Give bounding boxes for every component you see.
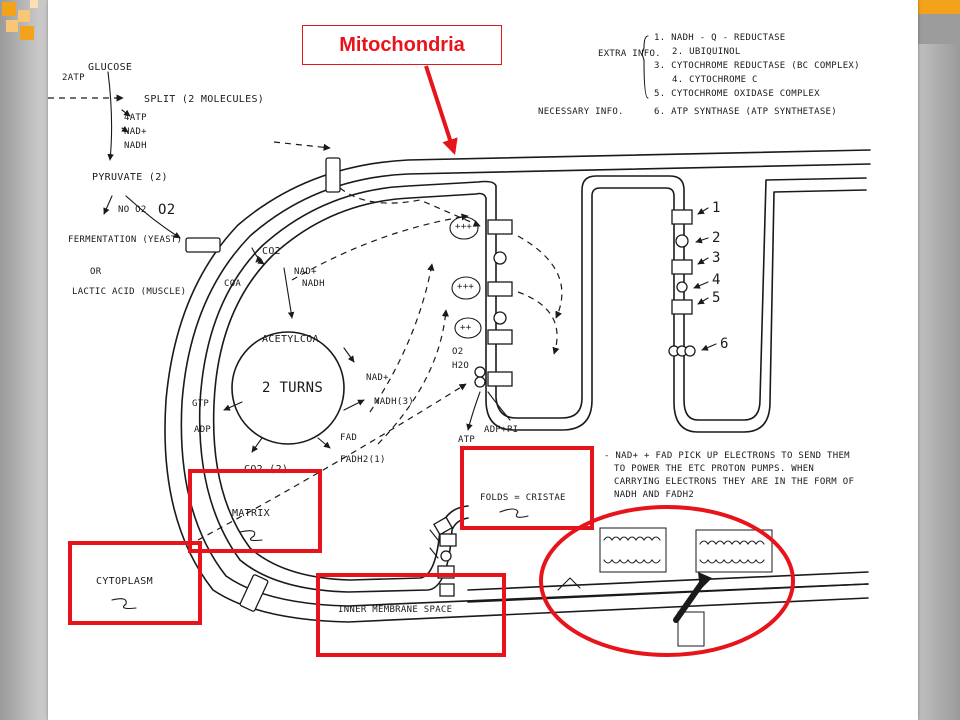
label-krebs-nadh: NADH [302,279,325,289]
legend-item-2: 2. Ubiquinol [672,47,741,57]
right-side-bar [918,14,960,44]
legend-item-1: 1. NADH - Q - Reductase [654,33,786,43]
label-gtp: GTP [192,399,209,409]
legend-item-4: 4. Cytochrome C [672,75,758,85]
legend-item-6: 6. ATP Synthase (ATP Synthetase) [654,107,837,117]
highlight-inner-membrane-space [316,573,506,657]
label-etc-o2: O2 [452,347,463,357]
note-line-3: carrying electrons they are in the form … [614,477,854,487]
outer-channel-top [325,157,341,193]
svg-text:+++: +++ [457,282,474,292]
label-cytoplasm: Cytoplasm [96,576,153,587]
label-2atp: 2ATP [62,73,85,83]
legend-brace [641,35,649,99]
label-etc-adp: ADP+Pi [484,425,518,435]
top-right-bar [918,0,960,14]
etc-right-complexes [668,207,717,357]
label-matrix: Matrix [232,508,270,519]
label-lactic-acid: Lactic Acid (Muscle) [72,287,186,297]
highlight-folds [460,446,594,530]
label-nadh: NADH [124,141,147,151]
label-or: or [90,267,102,277]
etc-number-2: 2 [712,230,721,246]
label-fadh2: FADH2(1) [340,455,386,465]
note-line-4: NADH and FADH2 [614,490,694,500]
matrix-squiggle [239,530,263,542]
legend-extra-info: Extra Info. [598,49,661,59]
label-acetyl-coa: AcetylCoA [262,334,319,345]
mitochondria-diagram: +++ +++ ++ [48,33,871,657]
legend-item-5: 5. Cytochrome Oxidase Complex [654,89,820,99]
etc-number-3: 3 [712,250,721,266]
label-nad-plus: NAD+ [124,127,147,137]
etc-number-5: 5 [712,290,721,306]
label-coa: CoA [224,279,241,289]
legend-necessary-info: Necessary Info. [538,107,624,117]
svg-text:+++: +++ [455,222,472,232]
svg-text:++: ++ [460,323,472,333]
label-two-turns: 2 Turns [262,380,323,396]
label-split: Split (2 molecules) [144,94,264,105]
pyruvate-channel [185,237,221,253]
label-etc-atp: ATP [458,435,475,445]
label-no-o2: No O2 [118,205,147,215]
label-krebs-nad-2: NAD+ [366,373,389,383]
etc-number-1: 1 [712,200,721,216]
highlight-matrix [188,469,322,553]
label-adp: ADP [194,425,211,435]
label-folds-cristae: Folds = Cristae [480,493,566,503]
cytoplasm-squiggle [111,598,137,610]
note-line-2: to power the ETC proton pumps. When [614,464,814,474]
folds-squiggle [499,508,529,518]
label-glucose: Glucose [88,62,132,73]
etc-left-complexes: +++ +++ ++ [449,216,513,431]
legend-item-3: 3. Cytochrome Reductase (BC Complex) [654,61,860,71]
label-o2: O2 [158,202,175,218]
bilayer-detail [557,527,773,647]
label-nadh-3: NADH(3) [374,397,414,407]
label-fad: FAD [340,433,357,443]
glycolysis-arrows [103,71,181,239]
label-co2-top: CO2 [262,246,281,257]
label-krebs-nad: NAD+ [294,267,317,277]
etc-number-4: 4 [712,272,721,288]
krebs-cycle [223,247,365,453]
dashed-flows [48,94,563,541]
label-inner-membrane-space: Inner Membrane Space [338,605,452,615]
outer-channel-bottom [239,574,269,612]
title-pointer-arrow [424,65,458,156]
label-4atp: 4ATP [124,113,147,123]
highlight-cytoplasm [68,541,202,625]
note-line-1: - NAD+ + FAD pick up electrons to send t… [604,451,850,461]
label-fermentation: Fermentation (Yeast) [68,235,182,245]
inner-membrane [198,175,869,603]
label-pyruvate: Pyruvate (2) [92,172,168,183]
corner-decoration [0,0,40,52]
title-mitochondria: Mitochondria [302,25,502,65]
etc-number-6: 6 [720,336,729,352]
highlight-bilayer [539,505,795,657]
label-etc-h2o: H2O [452,361,469,371]
